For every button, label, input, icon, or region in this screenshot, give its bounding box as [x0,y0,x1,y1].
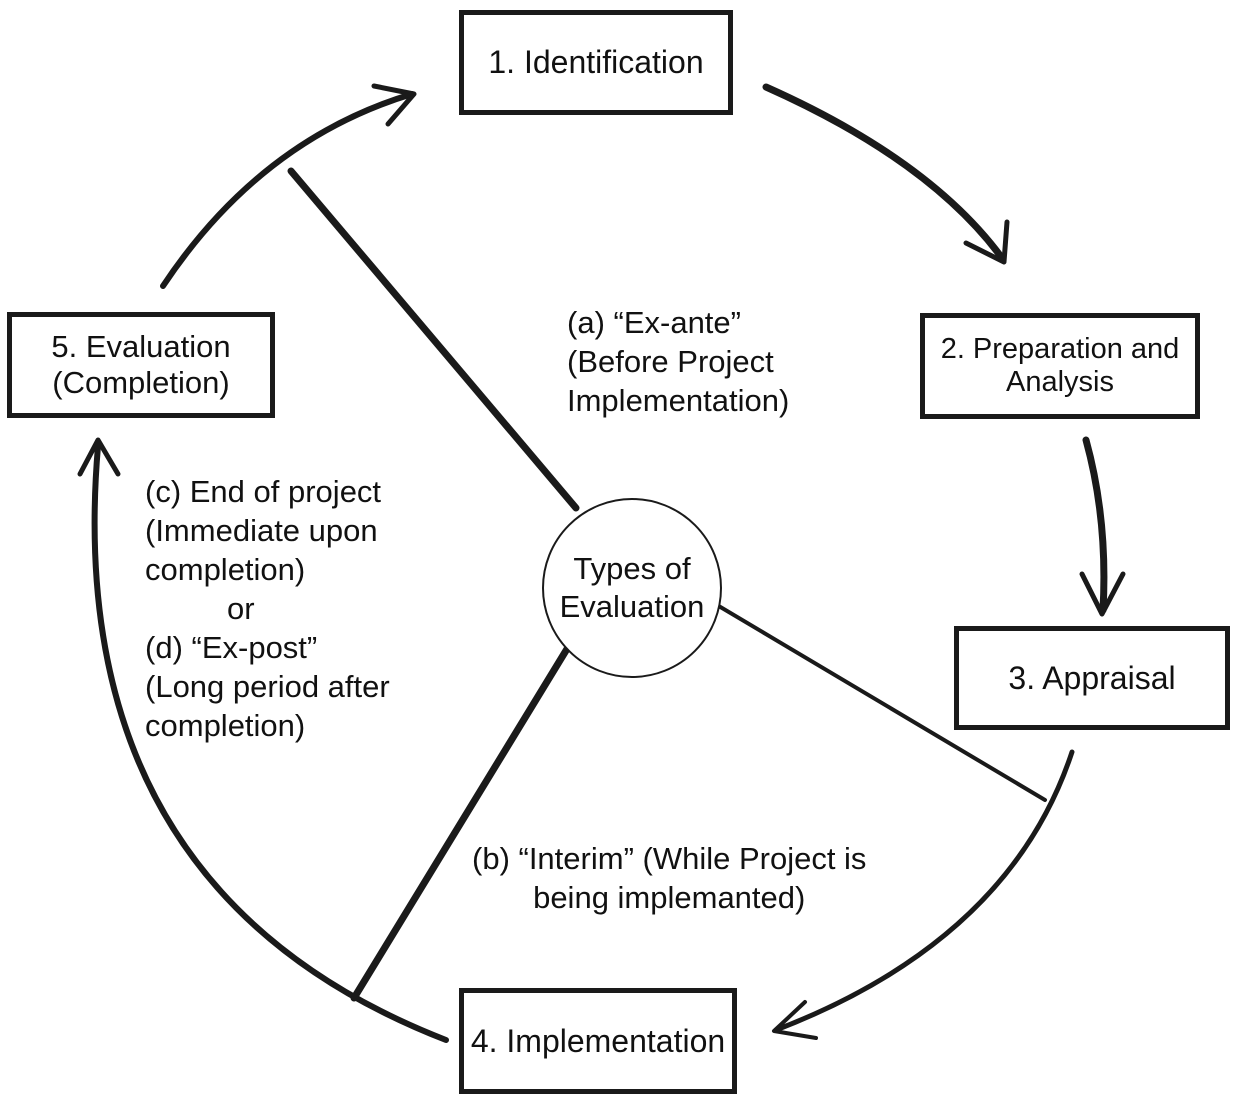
arrowhead-implementation-icon [772,1000,818,1040]
note-end-ex-post: (c) End of project (Immediate upon compl… [145,472,390,745]
stage-appraisal: 3. Appraisal [954,626,1230,730]
note-end-line1: (c) End of project [145,474,382,509]
note-ex-ante-line2: (Before Project [567,344,774,379]
arrowhead-appraisal-icon [1079,571,1126,617]
note-end-line7: completion) [145,708,306,743]
stage-evaluation-completion: 5. Evaluation (Completion) [7,312,275,418]
center-line1: Types of [573,551,691,586]
arrow-evaluation-to-identification [160,91,415,289]
note-end-line3: completion) [145,552,306,587]
note-end-line2: (Immediate upon [145,513,378,548]
stage-preparation-analysis: 2. Preparation and Analysis [920,313,1200,419]
stage-evaluation-line1: 5. Evaluation [51,329,231,365]
note-ex-ante-line1: (a) “Ex-ante” [567,305,741,340]
arrowhead-evaluation-icon [77,437,121,477]
arrow-preparation-to-appraisal [1082,436,1108,614]
note-interim-line2: being implemanted) [533,880,806,915]
stage-preparation-line2: Analysis [1006,366,1114,398]
note-interim: (b) “Interim” (While Project is being im… [472,839,866,917]
stage-identification: 1. Identification [459,10,733,115]
stage-implementation: 4. Implementation [459,988,737,1094]
note-ex-ante-line3: Implementation) [567,383,790,418]
stage-preparation-line1: 2. Preparation and [940,332,1180,365]
types-of-evaluation-circle: Types of Evaluation [542,498,722,678]
divider-line-end [350,640,574,1002]
divider-line-ex-ante [287,167,580,512]
note-interim-line1: (b) “Interim” (While Project is [472,841,867,876]
arrowhead-preparation-icon [963,219,1010,265]
divider-line-interim [715,603,1047,802]
arrow-implementation-to-evaluation [91,443,449,1043]
stage-appraisal-label: 3. Appraisal [1008,659,1176,696]
center-line2: Evaluation [559,589,705,624]
note-end-line4: or [227,591,255,626]
arrowhead-identification-icon [371,83,417,127]
stage-identification-label: 1. Identification [488,44,704,81]
arrow-identification-to-preparation [762,83,1006,262]
stage-implementation-label: 4. Implementation [470,1022,726,1059]
arrow-appraisal-to-implementation [773,749,1075,1033]
note-ex-ante: (a) “Ex-ante” (Before Project Implementa… [567,303,789,420]
note-end-line5: (d) “Ex-post” [145,630,318,665]
stage-evaluation-line2: (Completion) [52,365,230,400]
note-end-line6: (Long period after [145,669,390,704]
